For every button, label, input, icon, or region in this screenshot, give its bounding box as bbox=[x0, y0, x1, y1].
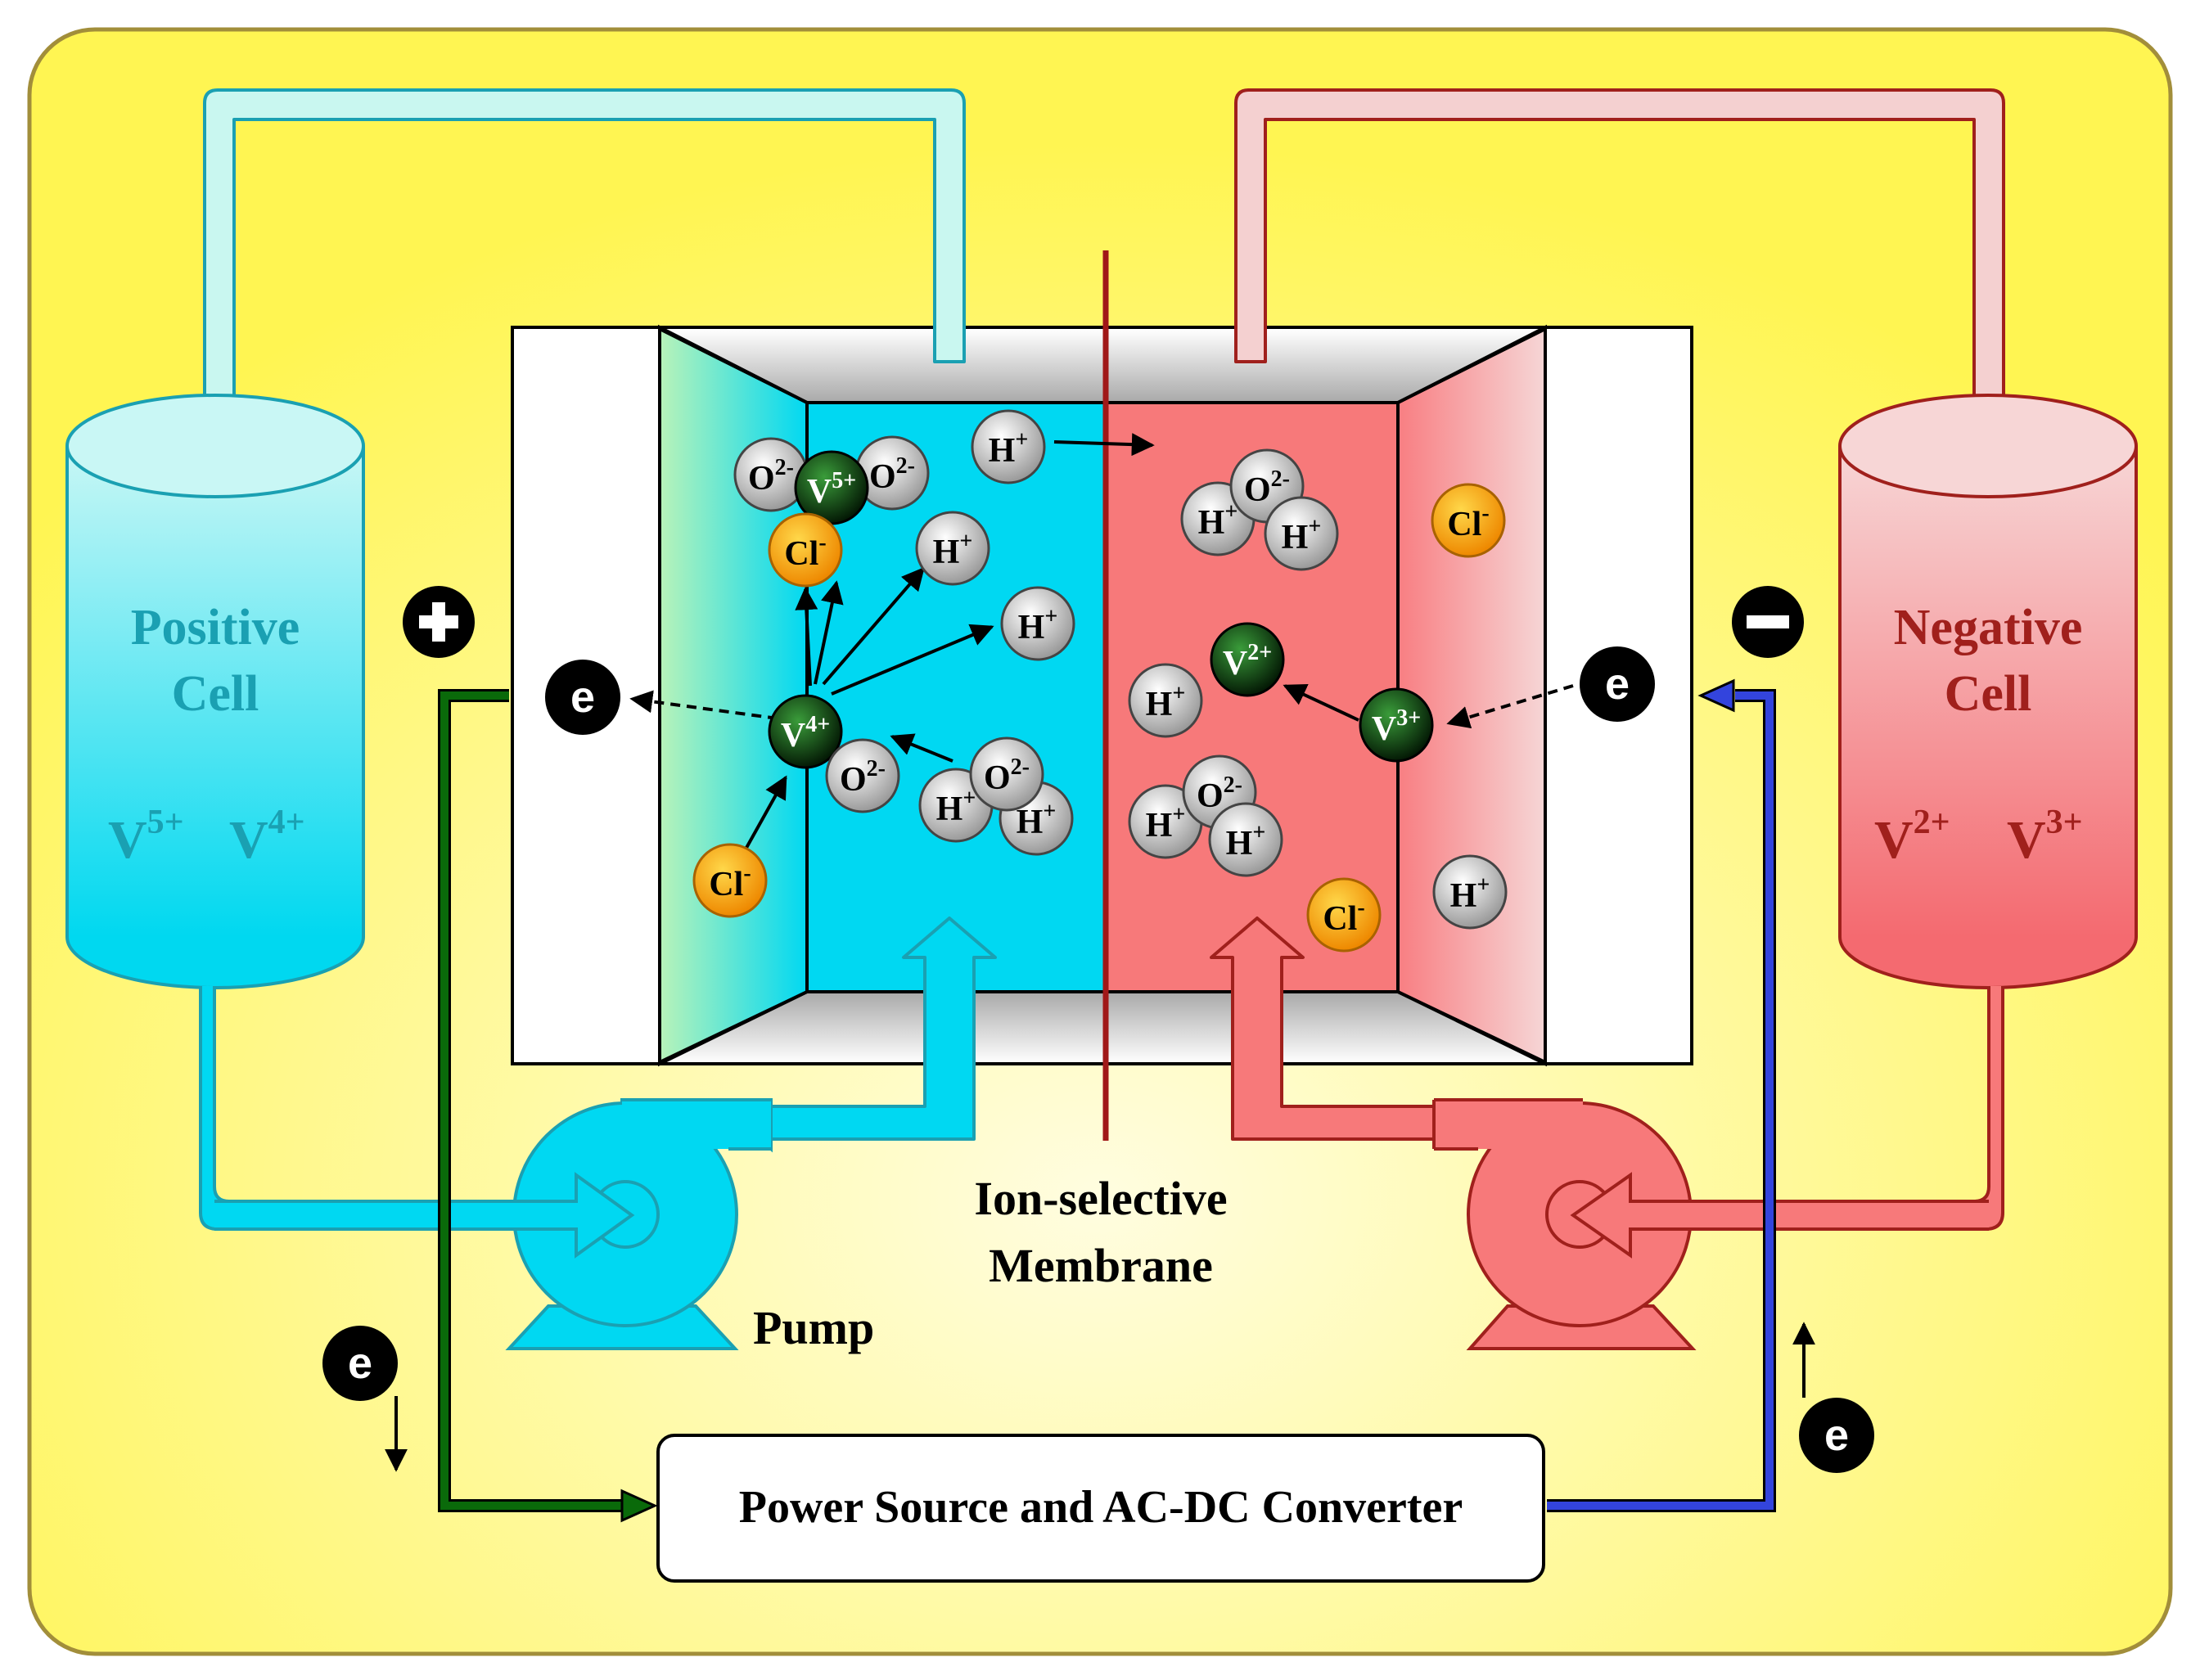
svg-text:H+: H+ bbox=[933, 529, 973, 571]
ion-hydrogen: H+ bbox=[1432, 854, 1508, 930]
ion-vanadium-2plus: V2+ bbox=[1210, 622, 1285, 697]
svg-text:V5+: V5+ bbox=[807, 468, 856, 511]
negative-electrode-wall bbox=[1396, 324, 1547, 1067]
ion-chloride: Cl- bbox=[692, 843, 768, 918]
membrane-label-2: Membrane bbox=[989, 1239, 1213, 1292]
svg-text:H+: H+ bbox=[936, 786, 976, 828]
membrane-label-1: Ion-selective bbox=[974, 1172, 1227, 1225]
electron-badge-left: e bbox=[545, 660, 620, 735]
svg-text:e: e bbox=[1824, 1411, 1849, 1460]
ion-vanadium-3plus: V3+ bbox=[1359, 687, 1434, 763]
positive-tank-species-a: V5+ bbox=[108, 804, 184, 870]
power-source-box bbox=[656, 1434, 1545, 1583]
negative-terminal-icon bbox=[1732, 586, 1804, 658]
positive-electrode-wall bbox=[658, 324, 809, 1067]
svg-text:H+: H+ bbox=[1017, 799, 1057, 841]
svg-text:O2-: O2- bbox=[748, 455, 794, 498]
svg-text:V2+: V2+ bbox=[1223, 640, 1272, 682]
negative-tank-title-2: Cell bbox=[1945, 666, 2032, 722]
svg-text:O2-: O2- bbox=[1244, 466, 1290, 509]
ion-oxide: O2- bbox=[825, 738, 900, 813]
negative-tank-species-b: V3+ bbox=[2007, 804, 2083, 870]
pump-label: Pump bbox=[753, 1301, 874, 1354]
svg-text:e: e bbox=[570, 673, 595, 722]
negative-inlet-pipe bbox=[1210, 917, 1444, 1141]
ion-hydrogen: H+ bbox=[1264, 496, 1339, 571]
negative-tank: Negative Cell V2+ V3+ bbox=[1838, 394, 2138, 989]
reaction-arrows bbox=[629, 433, 1574, 849]
ion-hydrogen: H+ bbox=[1208, 802, 1283, 877]
positive-tank-title-1: Positive bbox=[131, 600, 300, 655]
svg-text:H+: H+ bbox=[1450, 872, 1490, 915]
svg-text:Cl-: Cl- bbox=[709, 861, 751, 903]
electron-badge-right: e bbox=[1580, 646, 1655, 722]
electron-badge-bottom-right: e bbox=[1799, 1398, 1874, 1473]
cell-stack bbox=[511, 324, 1693, 1067]
positive-pump bbox=[214, 1098, 773, 1350]
ion-hydrogen: H+ bbox=[915, 511, 990, 586]
svg-text:e: e bbox=[1605, 660, 1630, 709]
power-source-label: Power Source and AC-DC Converter bbox=[739, 1482, 1463, 1533]
ion-hydrogen: H+ bbox=[1128, 784, 1203, 859]
svg-text:H+: H+ bbox=[1226, 820, 1266, 863]
negative-tank-title-1: Negative bbox=[1894, 600, 2083, 655]
ion-chloride: Cl- bbox=[768, 512, 843, 588]
svg-text:H+: H+ bbox=[1146, 802, 1186, 845]
electron-badge-bottom-left: e bbox=[322, 1326, 398, 1401]
ion-vanadium-5plus: V5+ bbox=[794, 450, 869, 525]
positive-tank-title-2: Cell bbox=[172, 666, 259, 722]
positive-inlet-pipe bbox=[760, 917, 997, 1141]
ion-hydrogen: H+ bbox=[1128, 663, 1203, 738]
svg-text:V4+: V4+ bbox=[781, 712, 830, 754]
ion-chloride: Cl- bbox=[1431, 483, 1506, 558]
svg-text:H+: H+ bbox=[1018, 604, 1058, 646]
positive-terminal-icon bbox=[403, 586, 475, 658]
ion-hydrogen: H+ bbox=[1000, 586, 1075, 661]
svg-text:V3+: V3+ bbox=[1372, 705, 1421, 748]
ion-hydrogen: H+ bbox=[971, 409, 1046, 484]
svg-text:O2-: O2- bbox=[1197, 772, 1242, 815]
svg-text:H+: H+ bbox=[1282, 514, 1322, 556]
svg-text:H+: H+ bbox=[1146, 681, 1186, 723]
ion-chloride: Cl- bbox=[1306, 877, 1382, 953]
ion-oxide: O2- bbox=[733, 437, 809, 512]
negative-tank-species-a: V2+ bbox=[1874, 804, 1950, 870]
negative-pump bbox=[1432, 1098, 1989, 1350]
ion-oxide: O2- bbox=[969, 736, 1044, 812]
svg-text:H+: H+ bbox=[1198, 499, 1238, 542]
svg-text:Cl-: Cl- bbox=[784, 530, 826, 573]
svg-text:Cl-: Cl- bbox=[1323, 895, 1364, 938]
positive-tank: Positive Cell V5+ V4+ bbox=[65, 394, 365, 989]
svg-text:e: e bbox=[348, 1339, 372, 1388]
svg-text:Cl-: Cl- bbox=[1447, 501, 1489, 543]
svg-text:O2-: O2- bbox=[869, 453, 915, 496]
positive-tank-species-b: V4+ bbox=[229, 804, 305, 870]
svg-text:O2-: O2- bbox=[984, 754, 1030, 797]
ion-vanadium-4plus: V4+ bbox=[768, 694, 843, 769]
svg-text:H+: H+ bbox=[989, 427, 1029, 470]
svg-text:O2-: O2- bbox=[840, 756, 886, 799]
